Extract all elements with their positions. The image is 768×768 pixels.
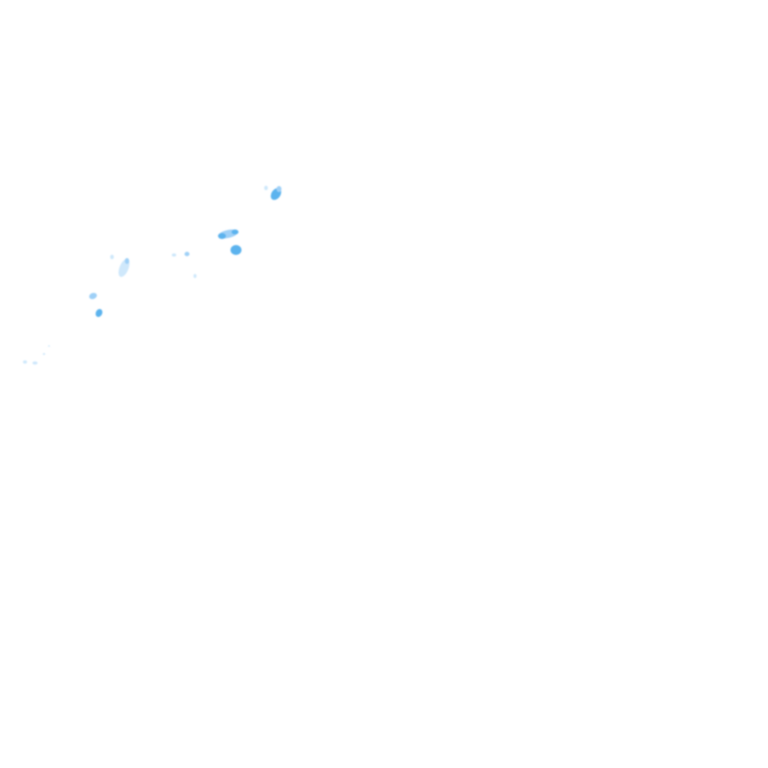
precipitation-cell [231, 229, 239, 235]
precipitation-cell [171, 253, 177, 257]
precipitation-cell [124, 258, 130, 264]
precipitation-cell [23, 360, 27, 364]
precipitation-cell [89, 292, 97, 300]
precipitation-cell [276, 186, 282, 192]
precipitation-cell [218, 233, 226, 239]
precipitation-cell [118, 259, 130, 277]
precipitation-cell [230, 245, 242, 255]
precipitation-cell [184, 251, 190, 257]
precipitation-cell [48, 345, 50, 347]
precipitation-cell [110, 254, 114, 260]
precipitation-cell [95, 308, 103, 318]
precipitation-cell [42, 353, 46, 355]
precipitation-cell [193, 274, 197, 278]
precipitation-cell [32, 361, 38, 365]
precipitation-cell [264, 185, 268, 191]
